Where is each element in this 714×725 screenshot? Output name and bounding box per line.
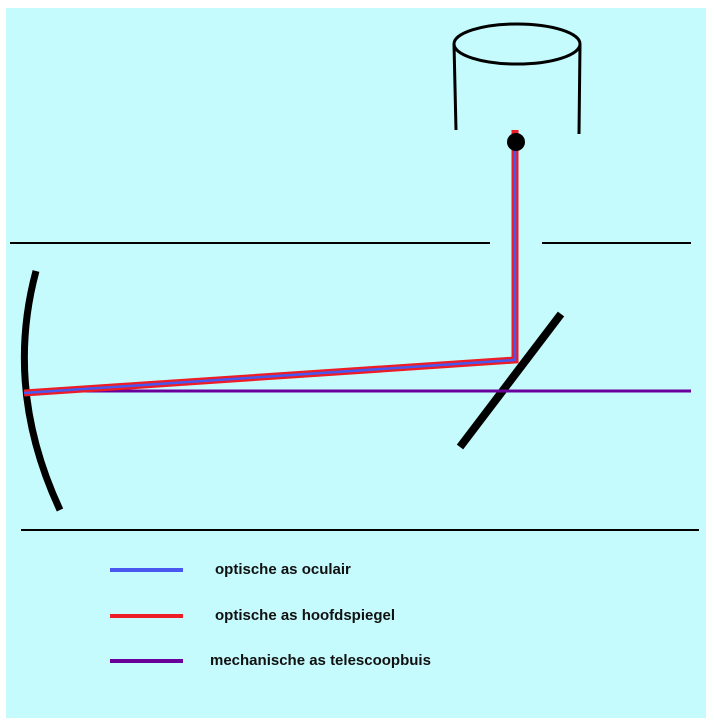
focal-point [507,133,525,151]
diagonal-mirror [456,311,565,450]
eyepiece-optical-axis [23,140,517,395]
legend-label-eyepiece-axis: optische as oculair [215,561,351,578]
eyepiece-right-side [577,43,582,135]
eyepiece-cylinder [452,22,582,135]
eyepiece-left-side [452,43,458,131]
eyepiece-top-ellipse [452,22,582,66]
main-mirror-optical-axis [23,130,519,397]
legend-label-main-mirror-axis: optische as hoofdspiegel [215,607,396,624]
legend-label-tube-axis: mechanische as telescoopbuis [210,652,431,669]
diagram-panel [6,8,706,718]
